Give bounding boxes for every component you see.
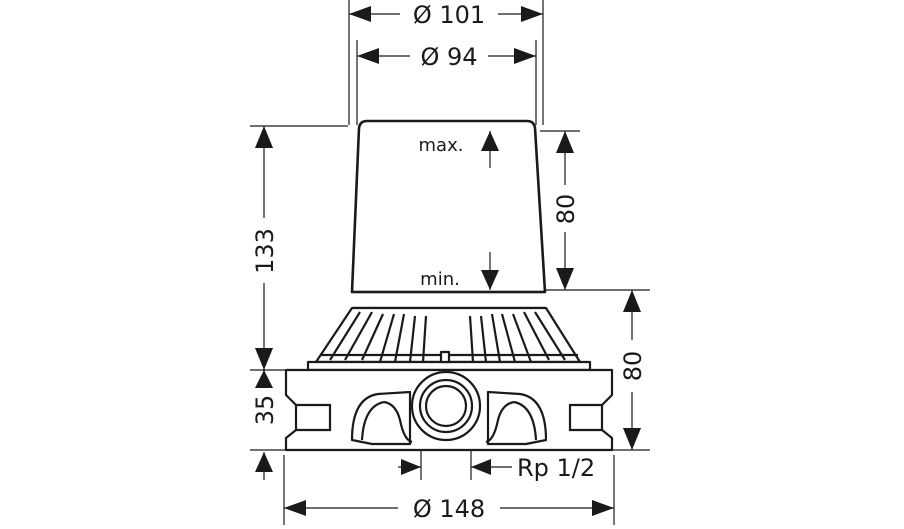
label-base-diameter: Ø 148 [413, 495, 485, 523]
label-total-height: 133 [251, 228, 279, 274]
dimension-labels: Ø 101 Ø 94 133 80 80 35 Ø 148 Rp 1/2 max… [251, 1, 647, 523]
label-thread: Rp 1/2 [517, 454, 595, 482]
label-adjust-range: 80 [552, 194, 580, 225]
label-max: max. [419, 135, 464, 156]
label-base-height: 35 [251, 395, 279, 426]
label-inner-diameter: Ø 94 [420, 43, 477, 71]
inlet-port [410, 370, 482, 442]
cage-ribs [306, 306, 592, 372]
dimension-lines [255, 6, 641, 516]
label-min: min. [420, 269, 460, 290]
label-lower-height: 80 [619, 351, 647, 382]
label-outer-diameter: Ø 101 [413, 1, 485, 29]
extension-lines [250, 0, 650, 525]
